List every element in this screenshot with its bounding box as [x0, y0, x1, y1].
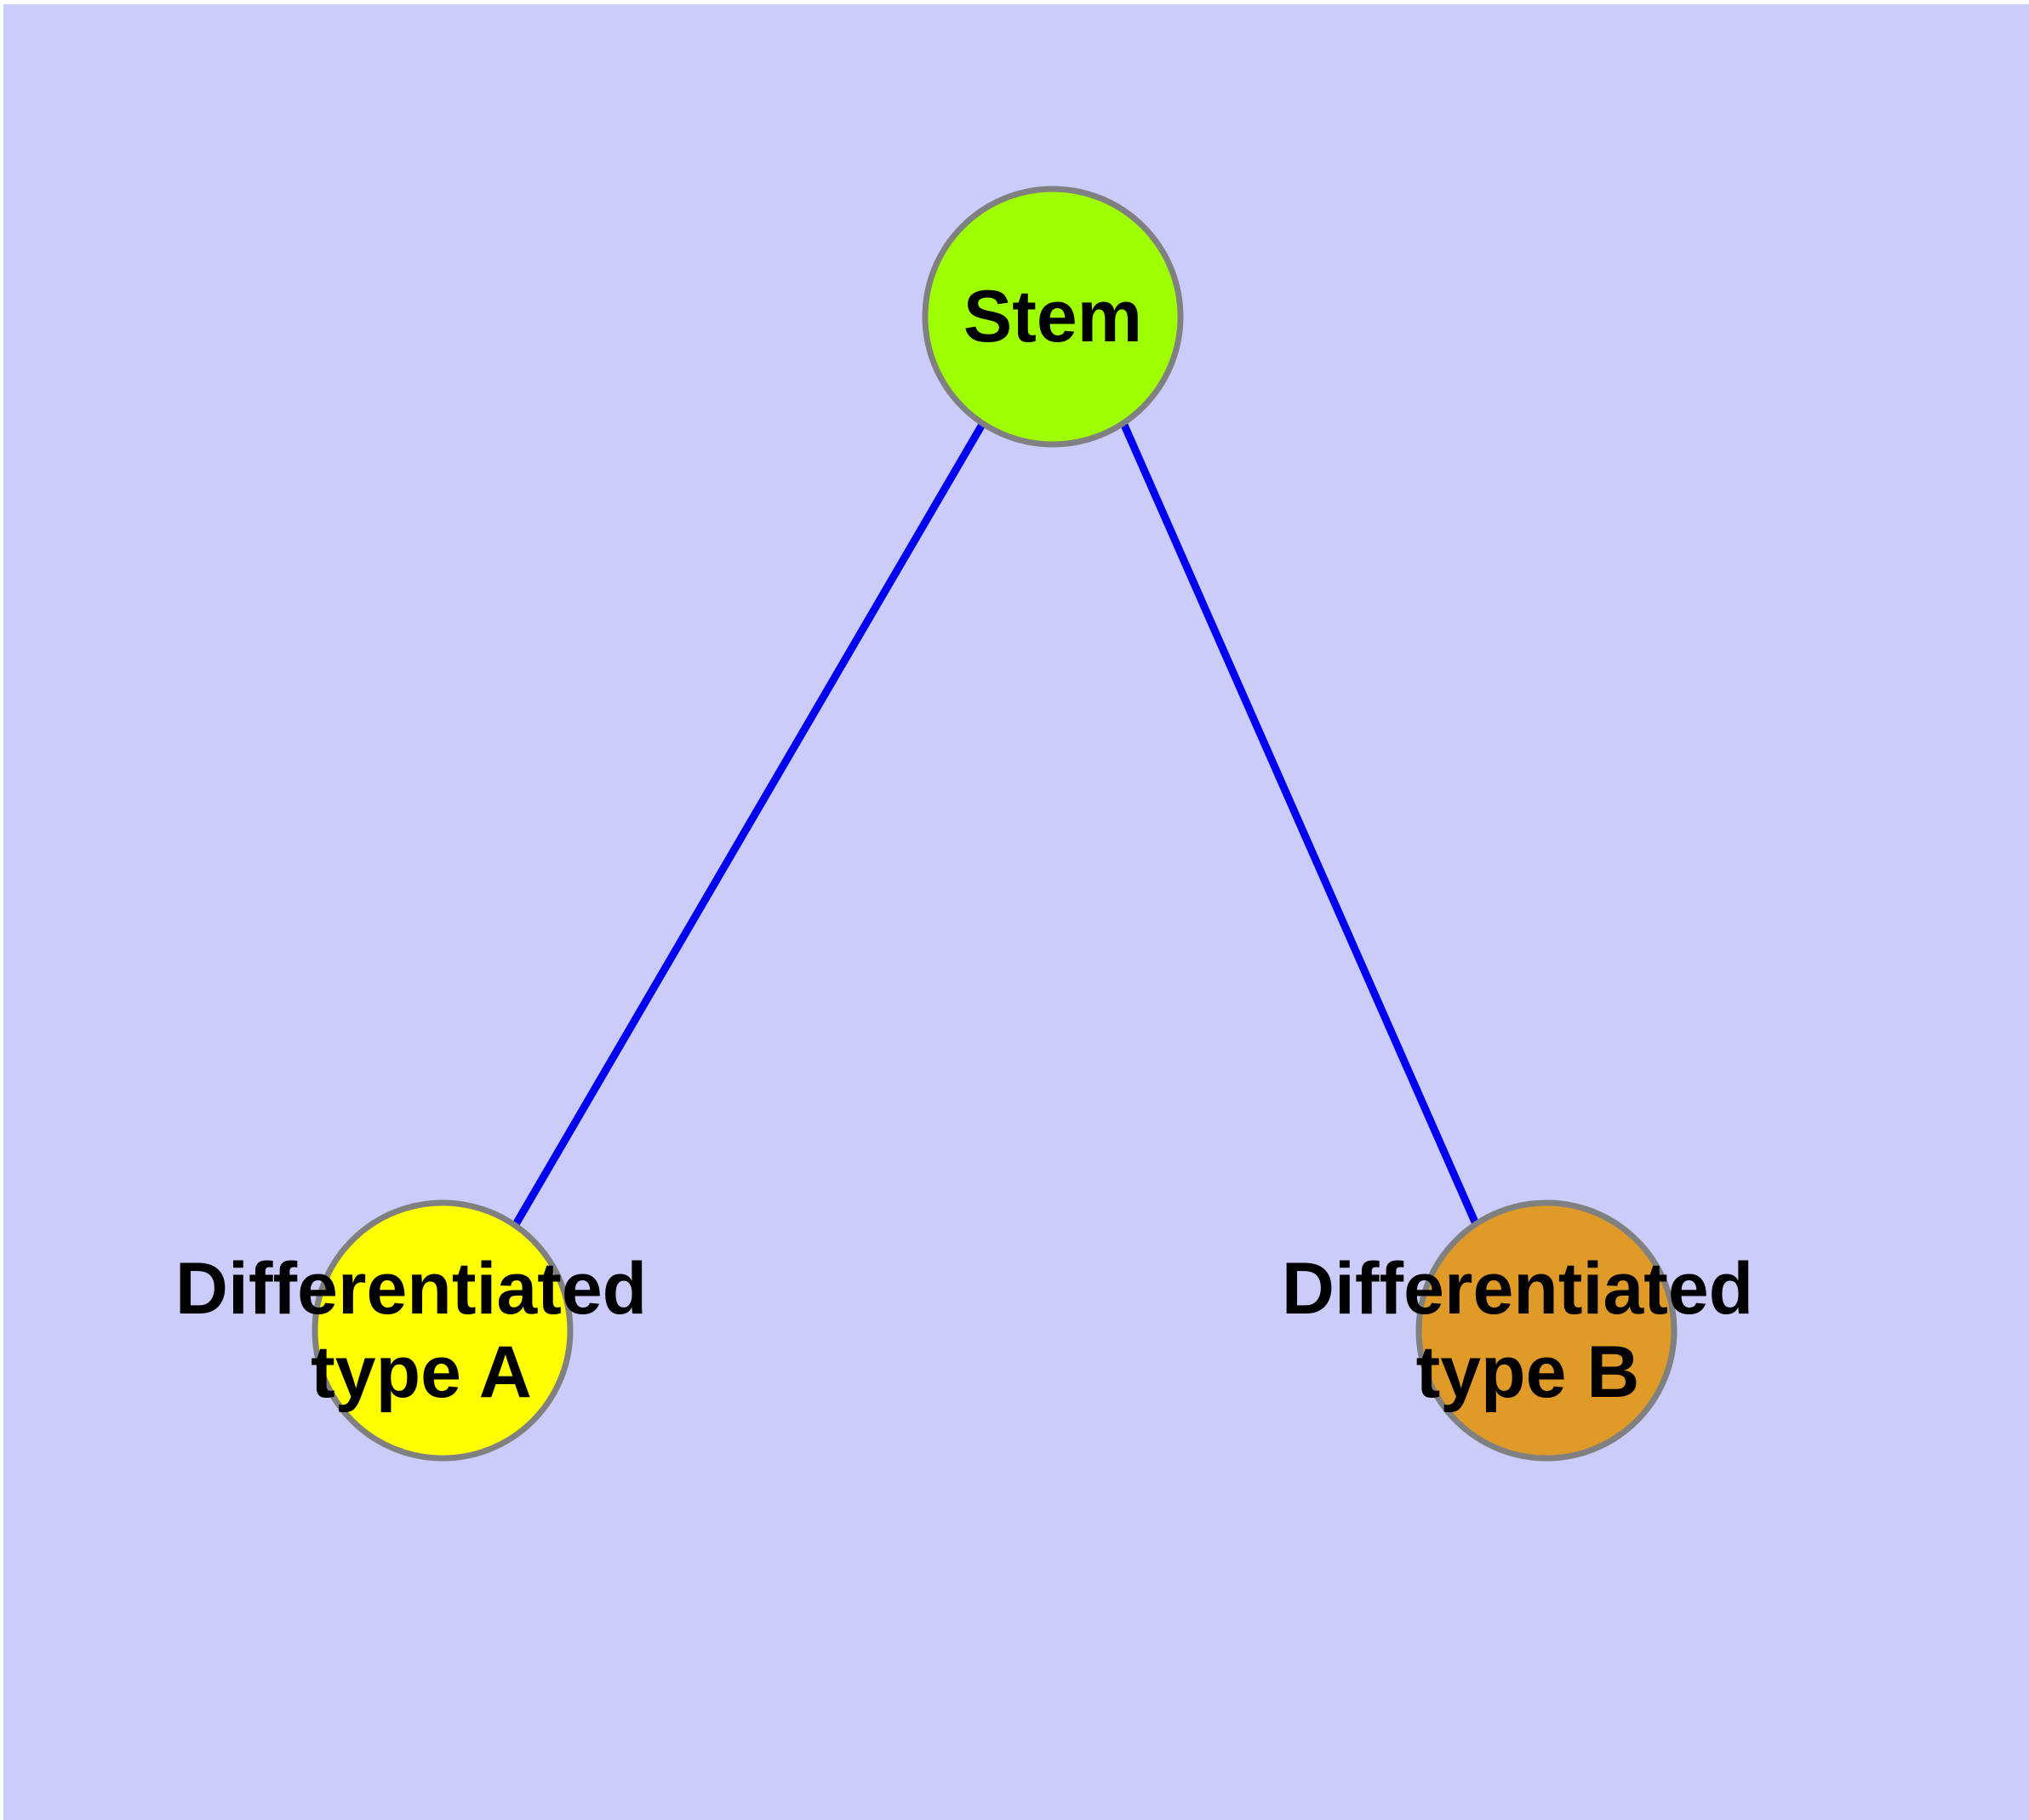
node-differentiated-type-a-circle[interactable] — [311, 1199, 574, 1462]
node-stem-label: Stem — [963, 276, 1142, 358]
edge-stem-to-differentiated-type-a[interactable] — [512, 421, 986, 1228]
edge-stem-to-differentiated-type-b[interactable] — [1119, 421, 1481, 1228]
node-differentiated-type-b-circle[interactable] — [1415, 1199, 1677, 1462]
edge-layer — [512, 421, 1481, 1228]
node-stem-circle[interactable] — [922, 186, 1184, 448]
node-differentiated-type-b-label: Differentiated type B — [1282, 1248, 1774, 1413]
node-differentiated-type-a-label: Differentiated type A — [175, 1248, 667, 1413]
label-layer: Stem Differentiated type A Differentiate… — [175, 276, 1774, 1413]
node-layer — [311, 186, 1677, 1462]
